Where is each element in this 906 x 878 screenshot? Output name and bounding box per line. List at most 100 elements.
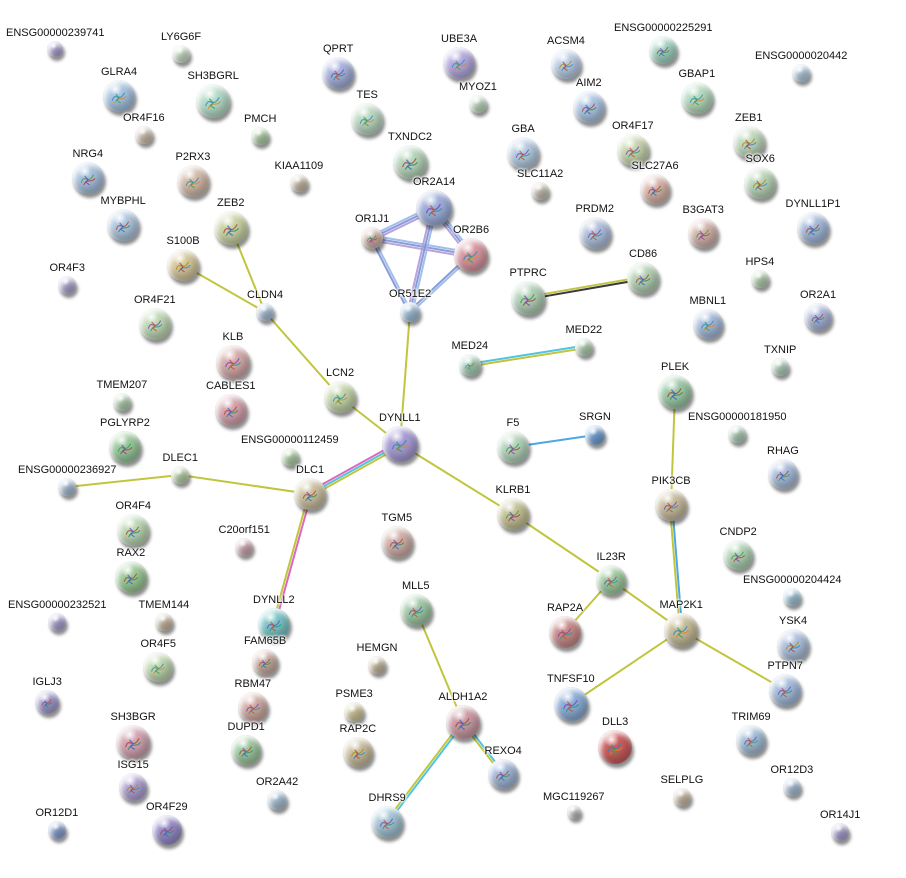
protein-node-DYNLL1[interactable] (382, 426, 418, 462)
protein-node-ENSG00000112459[interactable] (281, 448, 299, 466)
protein-node-ENSG00000204424[interactable] (783, 588, 801, 606)
protein-node-ISG15[interactable] (119, 773, 147, 801)
protein-node-TXNDC2[interactable] (393, 145, 427, 179)
protein-node-OR4F21[interactable] (139, 308, 171, 340)
edge-PIK3CB-MAP2K1[interactable] (671, 503, 684, 631)
edge-ALDH1A2-DHRS9[interactable] (385, 720, 463, 823)
protein-node-MGC119267[interactable] (567, 805, 581, 819)
protein-node-PGLYRP2[interactable] (109, 431, 141, 463)
protein-node-YSK4[interactable] (777, 629, 809, 661)
protein-node-MYBPHL[interactable] (107, 209, 139, 241)
protein-node-SH3BGRL[interactable] (196, 84, 230, 118)
protein-node-SH3BGR[interactable] (116, 725, 150, 759)
protein-node-MBNL1[interactable] (693, 309, 723, 339)
edge-ALDH1A2-DHRS9[interactable] (387, 721, 465, 824)
protein-node-FAM65B[interactable] (252, 649, 278, 675)
protein-node-REXO4[interactable] (488, 759, 518, 789)
protein-node-PRDM2[interactable] (579, 217, 611, 249)
protein-node-KLRB1[interactable] (497, 498, 529, 530)
protein-node-DYNLL2[interactable] (258, 608, 290, 640)
protein-node-SELPLG[interactable] (673, 788, 691, 806)
protein-node-B3GAT3[interactable] (688, 218, 718, 248)
protein-node-SLC11A2[interactable] (531, 182, 549, 200)
protein-node-OR1J1[interactable] (361, 227, 383, 249)
protein-node-SRGN[interactable] (585, 425, 605, 445)
protein-node-RAP2C[interactable] (343, 737, 373, 767)
protein-node-F5[interactable] (497, 431, 529, 463)
protein-node-TMEM144[interactable] (155, 613, 173, 631)
protein-node-SOX6[interactable] (744, 167, 776, 199)
protein-node-PTPN7[interactable] (769, 674, 801, 706)
protein-node-OR51E2[interactable] (400, 302, 420, 322)
protein-node-LY6G6F[interactable] (172, 45, 190, 63)
protein-node-NRG4[interactable] (72, 162, 104, 194)
protein-node-ZEB2[interactable] (214, 211, 248, 245)
protein-node-ENSG00000236927[interactable] (58, 478, 76, 496)
protein-node-TMEM207[interactable] (113, 393, 131, 411)
protein-node-C20orf151[interactable] (235, 538, 253, 556)
protein-node-TXNIP[interactable] (771, 358, 789, 376)
edge-MAP2K1-PTPN7[interactable] (680, 629, 786, 691)
protein-node-IL23R[interactable] (596, 565, 626, 595)
protein-node-OR4F4[interactable] (117, 514, 149, 546)
protein-node-RBM47[interactable] (238, 692, 268, 722)
protein-node-PIK3CB[interactable] (655, 489, 687, 521)
protein-node-SLC27A6[interactable] (640, 174, 670, 204)
edge-PIK3CB-MAP2K1[interactable] (668, 504, 681, 632)
protein-node-ALDH1A2[interactable] (446, 705, 480, 739)
edge-DLC1-DYNLL2[interactable] (271, 492, 310, 625)
protein-node-OR4F17[interactable] (617, 134, 649, 166)
protein-node-RHAG[interactable] (768, 459, 798, 489)
protein-node-KIAA1109[interactable] (290, 174, 308, 192)
edge-MED24-MED22[interactable] (468, 344, 585, 365)
edge-PLEK-PIK3CB[interactable] (670, 391, 676, 506)
protein-node-MYOZ1[interactable] (469, 95, 487, 113)
protein-node-IGLJ3[interactable] (35, 690, 59, 714)
protein-node-OR2A14[interactable] (416, 190, 452, 226)
edge-DYNLL1-KLRB1[interactable] (399, 443, 514, 515)
protein-node-GBA[interactable] (507, 137, 539, 169)
protein-node-DUPD1[interactable] (231, 735, 261, 765)
protein-node-HPS4[interactable] (751, 270, 769, 288)
edge-DLEC1-ENSG00000236927[interactable] (66, 474, 181, 488)
protein-node-PMCH[interactable] (251, 127, 269, 145)
protein-node-PSME3[interactable] (344, 702, 364, 722)
edge-MAP2K1-TNFSF10[interactable] (570, 629, 682, 705)
edge-PTPRC-CD86[interactable] (527, 278, 645, 301)
protein-node-OR2A1[interactable] (804, 303, 832, 331)
edge-PTPRC-CD86[interactable] (526, 275, 644, 298)
protein-node-CABLES1[interactable] (215, 394, 247, 426)
protein-node-ENSG0000020442[interactable] (792, 64, 810, 82)
protein-node-ENSG00000225291[interactable] (649, 36, 677, 64)
protein-node-OR4F5[interactable] (143, 652, 173, 682)
protein-node-QPRT[interactable] (322, 57, 354, 89)
protein-node-MED24[interactable] (459, 354, 481, 376)
protein-node-CLDN4[interactable] (256, 303, 274, 321)
edge-DLC1-DYNLL2[interactable] (274, 493, 313, 626)
protein-node-OR4F29[interactable] (152, 815, 182, 845)
protein-node-TES[interactable] (351, 103, 383, 135)
protein-node-AIM2[interactable] (573, 91, 605, 123)
protein-node-GLRA4[interactable] (103, 80, 135, 112)
protein-node-UBE3A[interactable] (443, 47, 475, 79)
protein-node-ENSG00000181950[interactable] (728, 425, 746, 443)
protein-node-DLL3[interactable] (598, 730, 632, 764)
protein-node-RAP2A[interactable] (549, 616, 581, 648)
edge-OR1J1-OR51E2[interactable] (372, 236, 413, 313)
protein-node-MAP2K1[interactable] (664, 613, 698, 647)
protein-node-OR2B6[interactable] (454, 238, 488, 272)
protein-node-ACSM4[interactable] (551, 49, 581, 79)
protein-node-RAX2[interactable] (115, 561, 147, 593)
protein-node-ENSG00000239741[interactable] (47, 41, 63, 57)
protein-node-DYNLL1P1[interactable] (797, 212, 829, 244)
protein-node-P2RX3[interactable] (177, 165, 209, 197)
edge-OR51E2-DYNLL1[interactable] (399, 311, 411, 445)
protein-node-OR12D3[interactable] (783, 778, 801, 796)
protein-node-KLB[interactable] (216, 345, 250, 379)
edge-MED24-MED22[interactable] (469, 347, 586, 368)
protein-node-CD86[interactable] (627, 262, 659, 294)
protein-node-MLL5[interactable] (400, 594, 432, 626)
protein-node-PTPRC[interactable] (511, 281, 545, 315)
protein-node-OR14J1[interactable] (831, 823, 849, 841)
protein-node-TRIM69[interactable] (736, 725, 766, 755)
